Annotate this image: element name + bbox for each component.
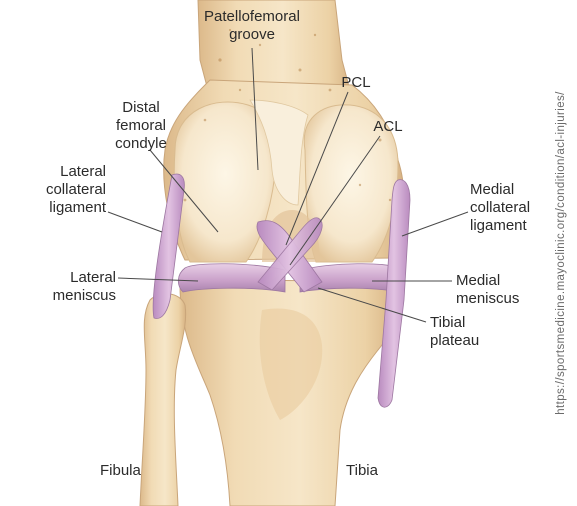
- label-line: ligament: [14, 199, 106, 217]
- leader-lateral-collateral-ligament: [108, 212, 162, 232]
- label-lateral-meniscus: Lateral meniscus: [20, 269, 116, 305]
- label-line: Tibia: [346, 462, 378, 480]
- label-line: Lateral: [14, 163, 106, 181]
- label-line: meniscus: [456, 290, 536, 308]
- label-line: Lateral: [20, 269, 116, 287]
- label-medial-meniscus: Medial meniscus: [456, 272, 536, 308]
- label-line: groove: [184, 26, 320, 44]
- label-pcl: PCL: [336, 74, 376, 92]
- label-line: plateau: [430, 332, 494, 350]
- label-tibial-plateau: Tibial plateau: [430, 314, 494, 350]
- label-lateral-collateral-ligament: Lateral collateral ligament: [14, 163, 106, 217]
- label-line: meniscus: [20, 287, 116, 305]
- label-acl: ACL: [368, 118, 408, 136]
- label-line: PCL: [336, 74, 376, 92]
- label-patellofemoral-groove: Patellofemoral groove: [184, 8, 320, 44]
- leader-medial-collateral-ligament: [402, 212, 468, 236]
- label-line: collateral: [470, 199, 550, 217]
- label-line: condyle: [96, 135, 186, 153]
- label-distal-femoral-condyle: Distal femoral condyle: [96, 99, 186, 153]
- label-line: Medial: [470, 181, 550, 199]
- label-line: ACL: [368, 118, 408, 136]
- label-tibia: Tibia: [346, 462, 378, 480]
- label-line: femoral: [96, 117, 186, 135]
- label-line: collateral: [14, 181, 106, 199]
- label-line: ligament: [470, 217, 550, 235]
- label-line: Patellofemoral: [184, 8, 320, 26]
- label-line: Medial: [456, 272, 536, 290]
- label-line: Tibial: [430, 314, 494, 332]
- source-url: https://sportsmedicine.mayoclinic.org/co…: [555, 91, 567, 415]
- label-line: Fibula: [100, 462, 141, 480]
- label-medial-collateral-ligament: Medial collateral ligament: [470, 181, 550, 235]
- label-fibula: Fibula: [100, 462, 141, 480]
- fibula: [140, 294, 186, 506]
- label-line: Distal: [96, 99, 186, 117]
